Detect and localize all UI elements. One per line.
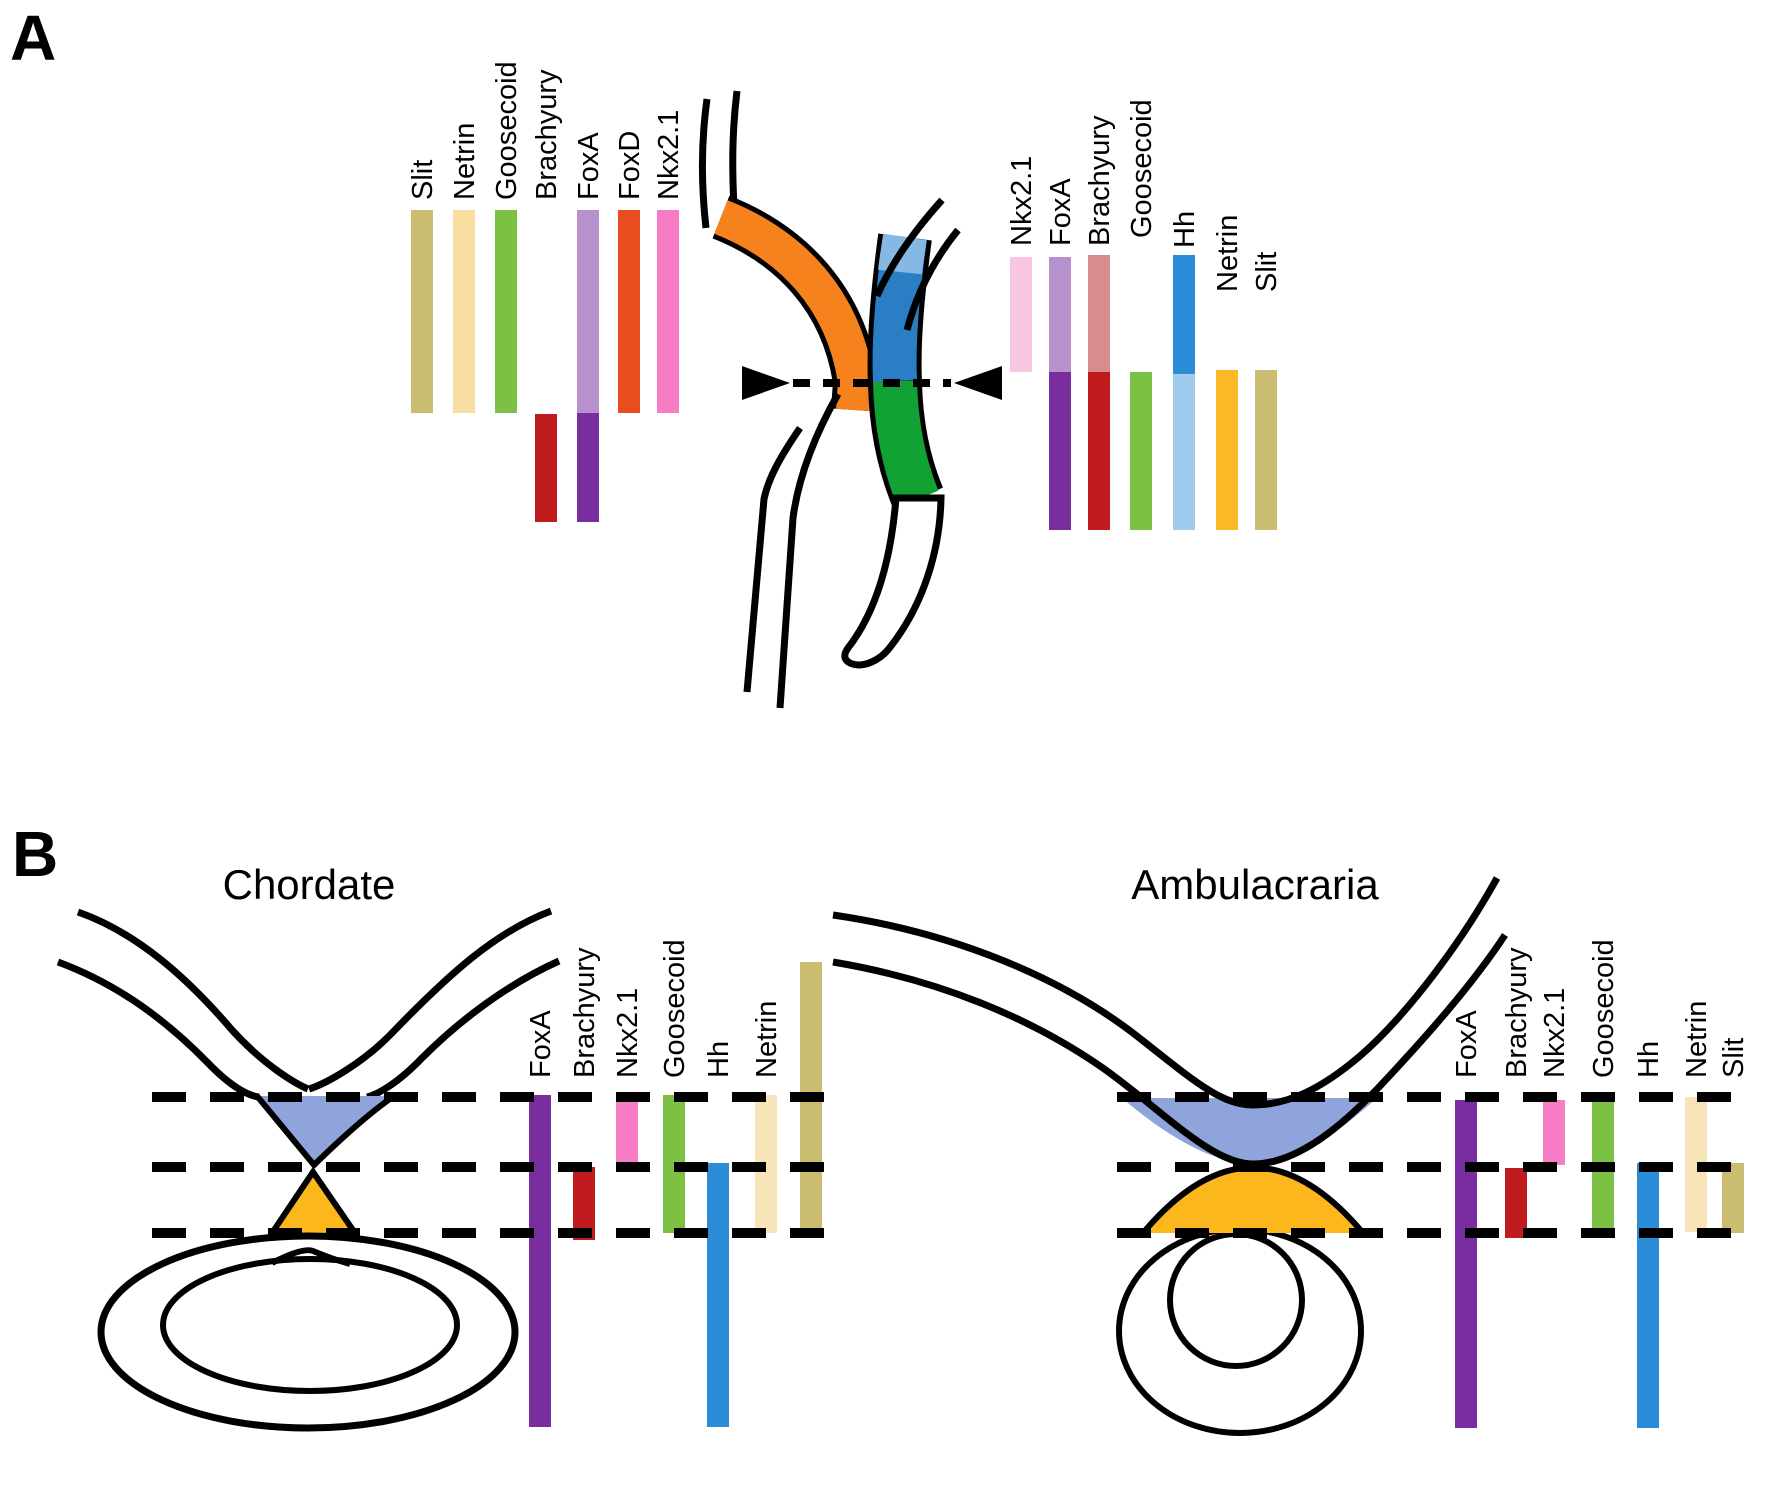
expression-bar [495, 210, 517, 413]
gene-label: FoxA [1045, 178, 1077, 246]
expression-bar [1255, 370, 1277, 530]
expression-bar [453, 210, 475, 413]
panel-b-label: B [12, 818, 59, 890]
gene-label: Goosecoid [491, 61, 523, 200]
gene-label: Brachyury [531, 69, 563, 200]
gene-label: Netrin [751, 1000, 783, 1078]
gene-label: Hh [1633, 1040, 1665, 1078]
expression-bar [1010, 257, 1032, 372]
gene-label: Brachyury [1084, 115, 1116, 246]
gene-label: Nkx2.1 [1006, 155, 1038, 246]
expression-bar [1088, 255, 1110, 372]
gene-label: Slit [1251, 251, 1283, 292]
expression-bar [618, 210, 640, 413]
expression-bar [1049, 372, 1071, 530]
gene-label: Netrin [449, 122, 481, 200]
gene-label: Hh [703, 1040, 735, 1078]
expression-bar [1216, 370, 1238, 530]
expression-bar [1455, 1100, 1477, 1428]
expression-bar [577, 210, 599, 413]
expression-bar [1722, 1163, 1744, 1233]
gene-label: FoxD [614, 130, 646, 200]
panel-a-label: A [10, 2, 57, 74]
expression-bar [1130, 372, 1152, 530]
gene-label: FoxA [1451, 1010, 1483, 1078]
gene-label: Brachyury [1501, 947, 1533, 1078]
gene-label: Slit [407, 159, 439, 200]
expression-bar [663, 1095, 685, 1233]
gene-label: Nkx2.1 [653, 109, 685, 200]
gene-label: Brachyury [569, 947, 601, 1078]
chordate-title: Chordate [222, 861, 396, 908]
gene-label: FoxA [525, 1010, 557, 1078]
expression-bar [577, 413, 599, 522]
ambulacraria-title: Ambulacraria [1131, 861, 1379, 908]
expression-bar [1637, 1163, 1659, 1428]
expression-bar [1173, 255, 1195, 374]
expression-bar [1505, 1168, 1527, 1238]
expression-bar [1049, 257, 1071, 372]
expression-bar [529, 1095, 551, 1427]
gene-label: Netrin [1681, 1000, 1713, 1078]
gene-label: Slit [1718, 1037, 1750, 1078]
expression-bar [616, 1095, 638, 1165]
expression-bar [573, 1167, 595, 1240]
expression-bar [1088, 372, 1110, 530]
gene-label: Nkx2.1 [1539, 987, 1571, 1078]
expression-bar [1543, 1100, 1565, 1165]
gene-label: Goosecoid [1126, 99, 1158, 238]
expression-bar [755, 1095, 777, 1233]
gene-label: Nkx2.1 [612, 987, 644, 1078]
expression-bar [535, 414, 557, 522]
gene-label: Netrin [1212, 214, 1244, 292]
gene-label: Hh [1169, 210, 1201, 248]
expression-bar [1173, 374, 1195, 530]
expression-bar [657, 210, 679, 413]
expression-bar [800, 962, 822, 1235]
expression-bar [1685, 1097, 1707, 1232]
expression-bar [411, 210, 433, 413]
expression-bar [707, 1163, 729, 1427]
expression-bar [1592, 1100, 1614, 1233]
gene-label: Goosecoid [659, 939, 691, 1078]
gene-label: FoxA [573, 132, 605, 200]
gene-label: Goosecoid [1588, 939, 1620, 1078]
